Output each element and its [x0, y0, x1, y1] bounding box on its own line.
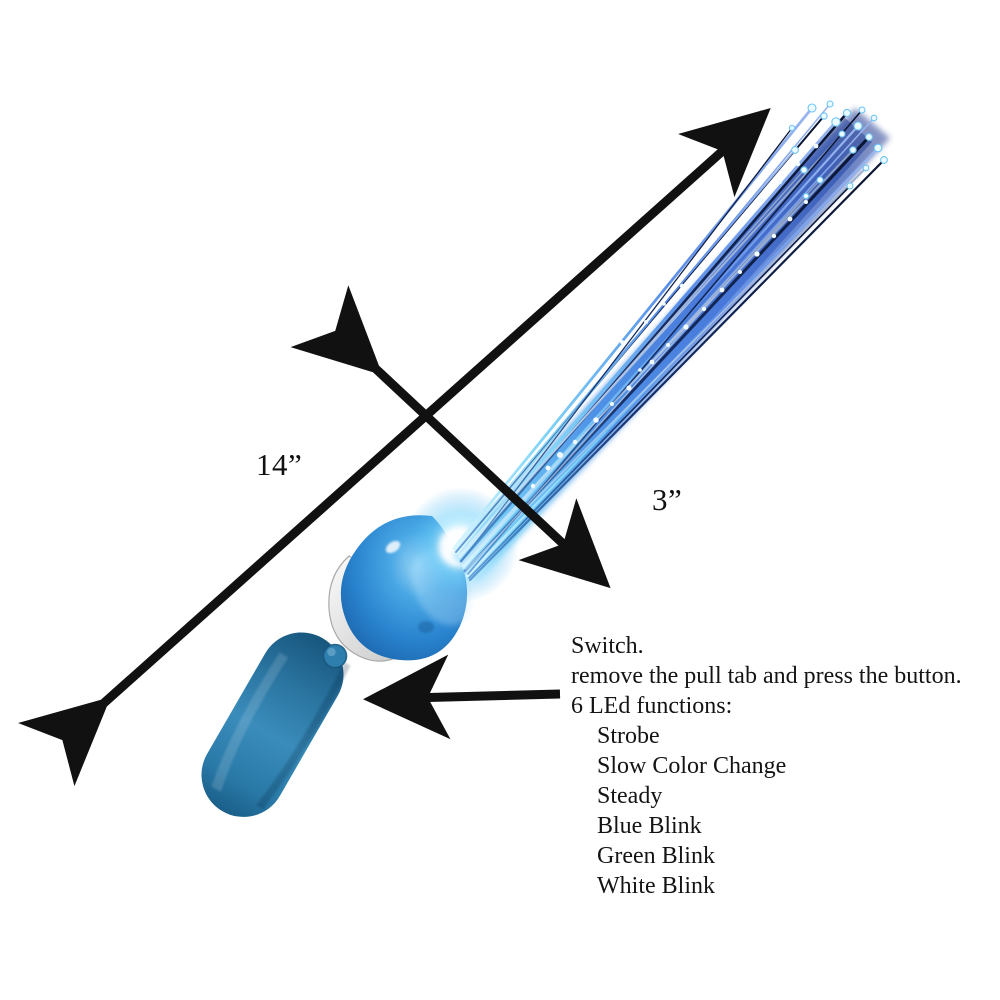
fiber-tips — [788, 100, 888, 200]
head-shadow-dot — [418, 621, 434, 633]
led-function-item: Blue Blink — [597, 813, 702, 839]
width-dimension-arrow — [290, 285, 611, 589]
led-function-item: Slow Color Change — [597, 753, 787, 779]
length-dimension-label: 14” — [256, 447, 303, 482]
width-dimension-label: 3” — [652, 482, 683, 517]
led-function-list: Strobe Slow Color Change Steady Blue Bli… — [571, 721, 991, 901]
callout-functions-heading: 6 LEd functions: — [571, 693, 733, 719]
led-function-item: White Blink — [597, 873, 715, 899]
dimension-arrows — [18, 108, 771, 787]
switch-callout-text: Switch. remove the pull tab and press th… — [571, 631, 991, 901]
power-button[interactable] — [322, 643, 348, 669]
callout-instruction: remove the pull tab and press the button… — [571, 663, 962, 689]
led-function-item: Strobe — [597, 723, 660, 749]
power-button-highlight — [327, 647, 336, 657]
switch-callout-arrow — [363, 654, 561, 740]
led-function-item: Steady — [597, 783, 663, 809]
led-function-item: Green Blink — [597, 843, 715, 869]
callout-title: Switch. — [571, 633, 644, 659]
